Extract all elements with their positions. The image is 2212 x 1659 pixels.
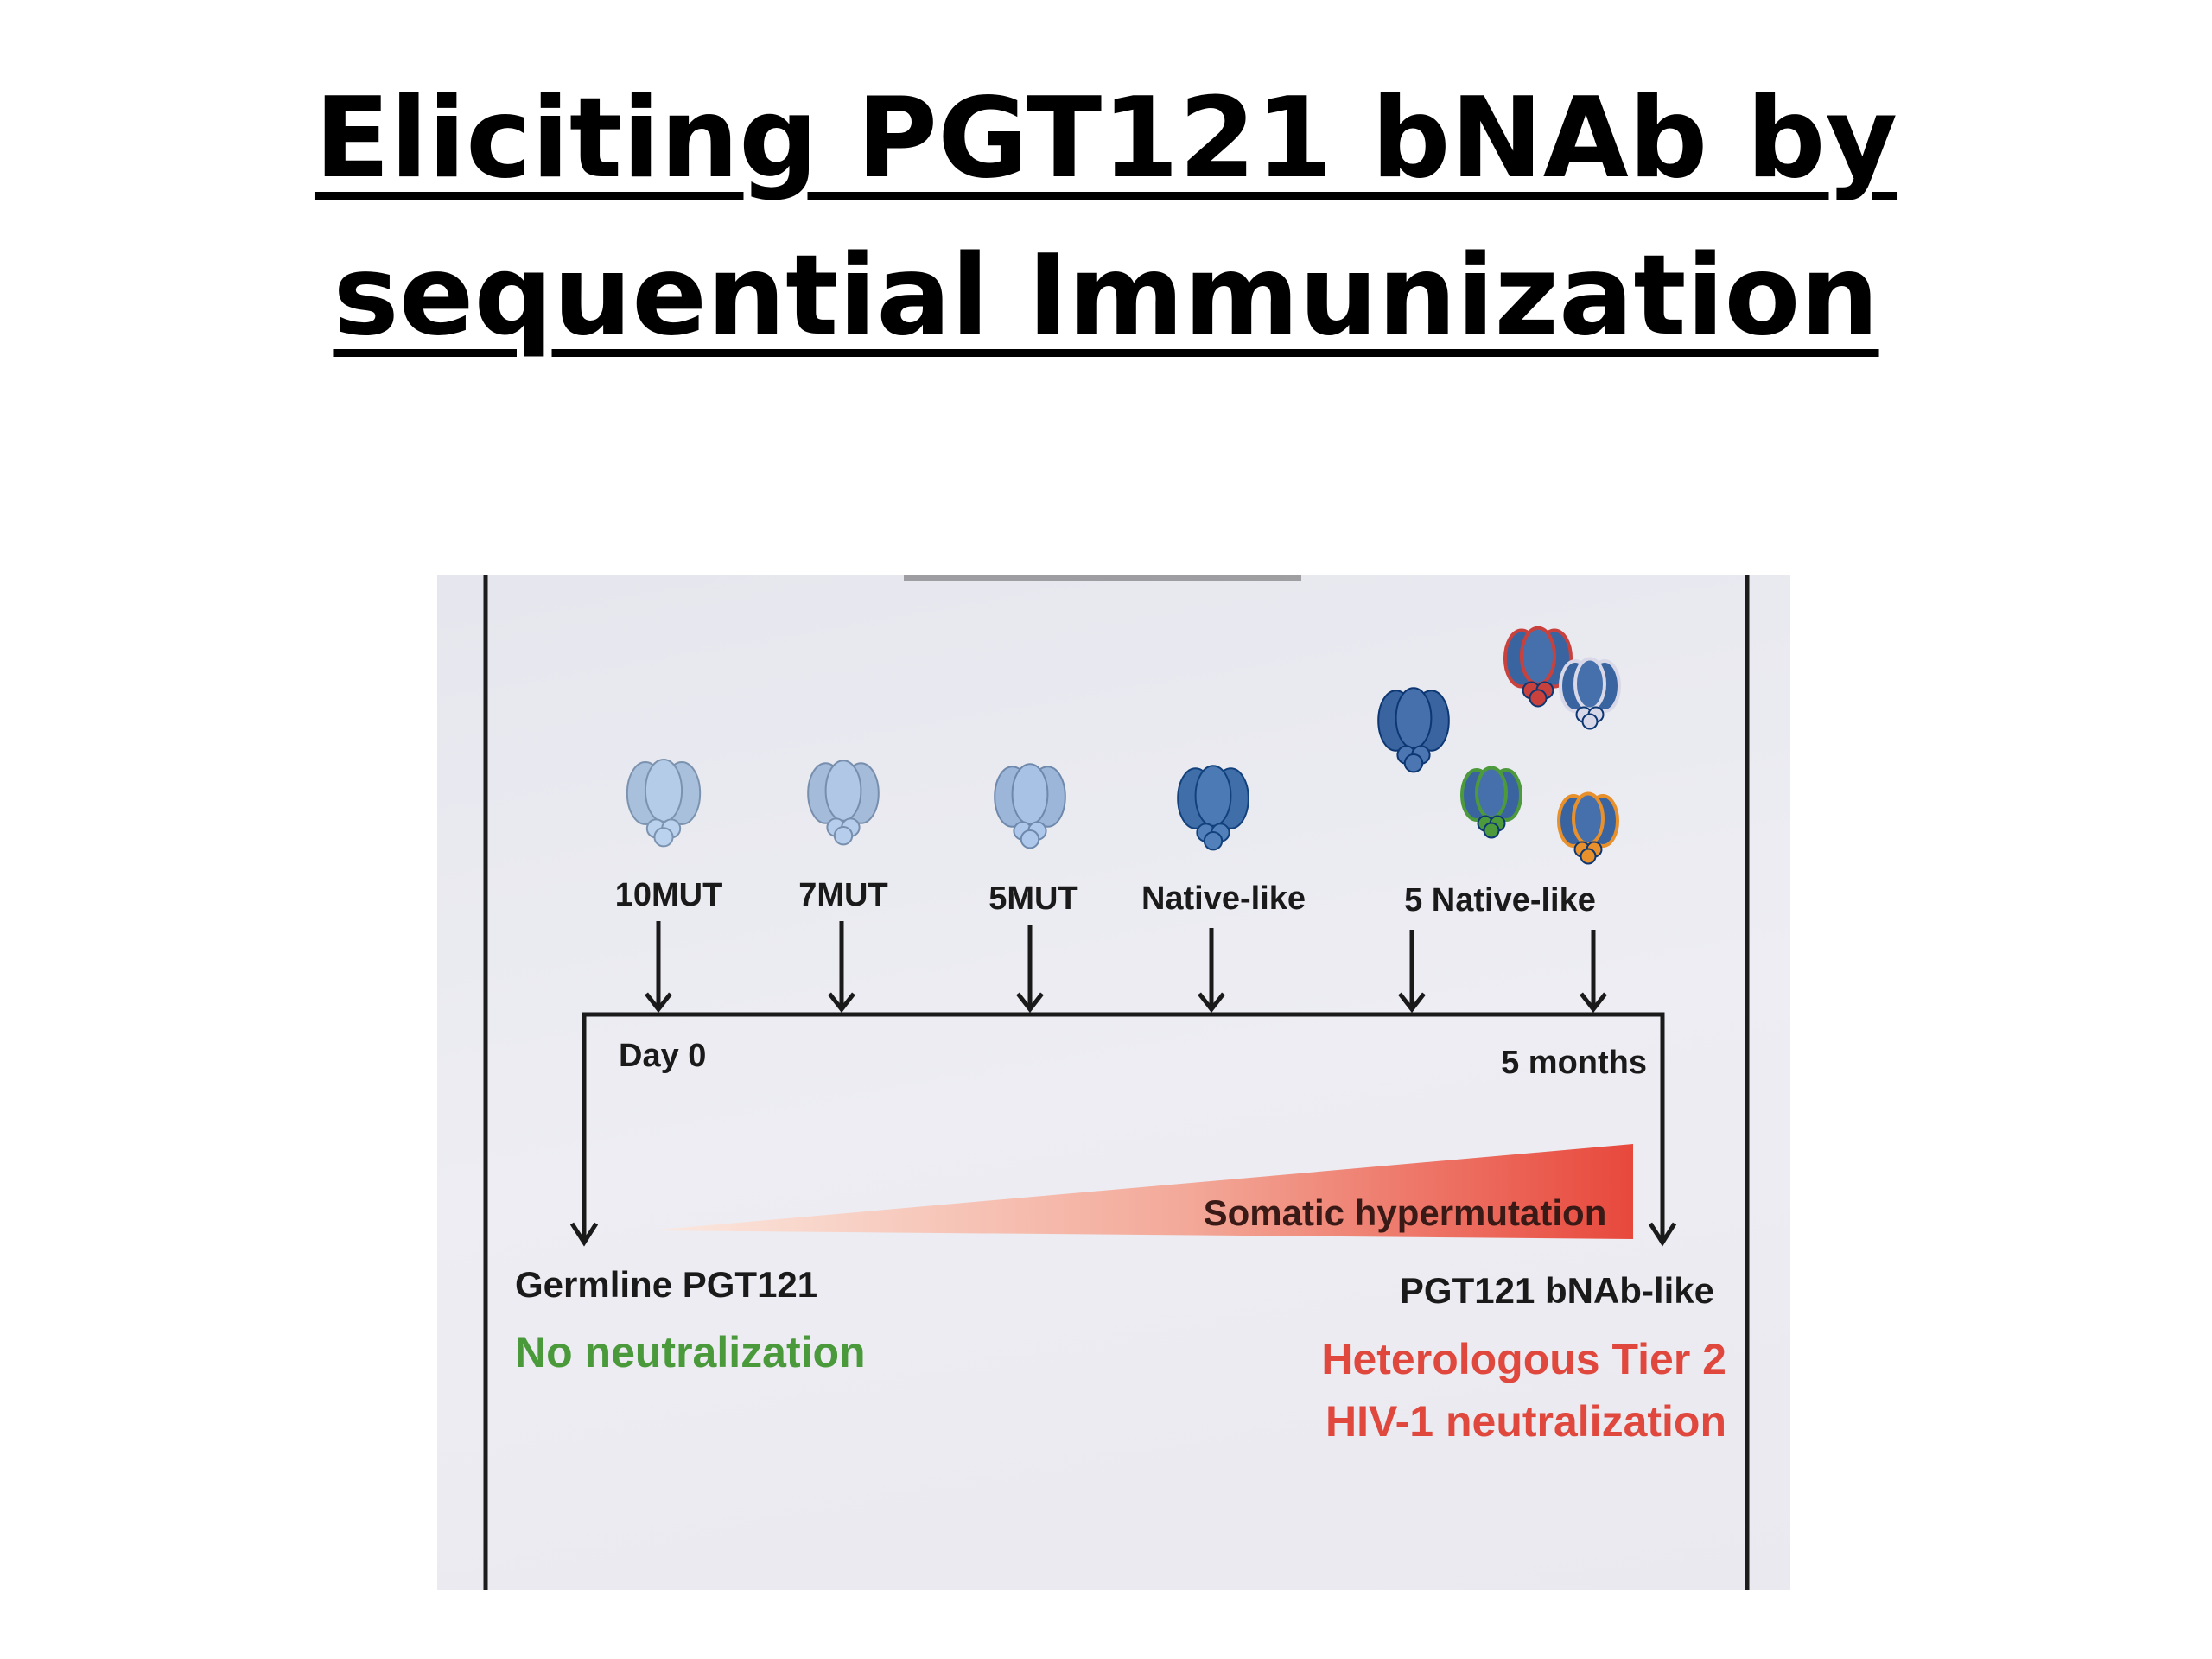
immunogen-label-5mut: 5MUT — [988, 880, 1077, 917]
trimer-icon-7mut — [807, 760, 880, 846]
germline-outcome-title: Germline PGT121 — [515, 1264, 817, 1305]
trimer-icon-10mut — [626, 758, 702, 848]
bnab-outcome-result-line-1: Heterologous Tier 2 — [1321, 1335, 1726, 1383]
immunization-figure: 10MUT 7MUT 5MUT Native-like 5 Native-lik… — [437, 575, 1790, 1590]
immunogen-label-7mut: 7MUT — [798, 877, 887, 913]
trimer-icon-native-like — [1177, 765, 1249, 851]
bnab-outcome-result-line-2: HIV-1 neutralization — [1325, 1397, 1726, 1446]
timeline-bracket — [582, 1012, 1665, 1239]
timeline-start-label: Day 0 — [619, 1038, 706, 1074]
timeline — [582, 921, 1665, 1239]
bnab-outcome-title: PGT121 bNAb-like — [1400, 1270, 1714, 1311]
trimer-icon-native-variant-2 — [1503, 626, 1573, 708]
trimer-icon-5mut — [994, 763, 1066, 849]
somatic-hypermutation-wedge — [650, 1144, 1633, 1239]
trimer-icons — [626, 626, 1621, 865]
timeline-diagram: 10MUT 7MUT 5MUT Native-like 5 Native-lik… — [483, 575, 1750, 1590]
timeline-end-label: 5 months — [1501, 1045, 1647, 1081]
immunogen-label-5-native-like: 5 Native-like — [1404, 882, 1596, 918]
arrowheads — [569, 992, 1677, 1247]
somatic-hypermutation-label: Somatic hypermutation — [1204, 1192, 1607, 1233]
trimer-icon-native-variant-4 — [1460, 766, 1522, 839]
immunogen-label-native-like: Native-like — [1141, 880, 1306, 917]
germline-outcome-result: No neutralization — [515, 1328, 866, 1376]
trimer-icon-native-variant-5 — [1557, 791, 1619, 865]
title-line-2: sequential Immunization — [333, 232, 1879, 360]
trimer-icon-native-variant-1 — [1377, 687, 1450, 773]
slide-title: Eliciting PGT121 bNAb by sequential Immu… — [0, 60, 2212, 375]
immunogen-label-10mut: 10MUT — [615, 877, 723, 913]
trimer-icon-native-variant-3 — [1559, 657, 1621, 730]
title-line-1: Eliciting PGT121 bNAb by — [314, 74, 1898, 203]
cropped-heading-fragment — [904, 575, 1301, 581]
